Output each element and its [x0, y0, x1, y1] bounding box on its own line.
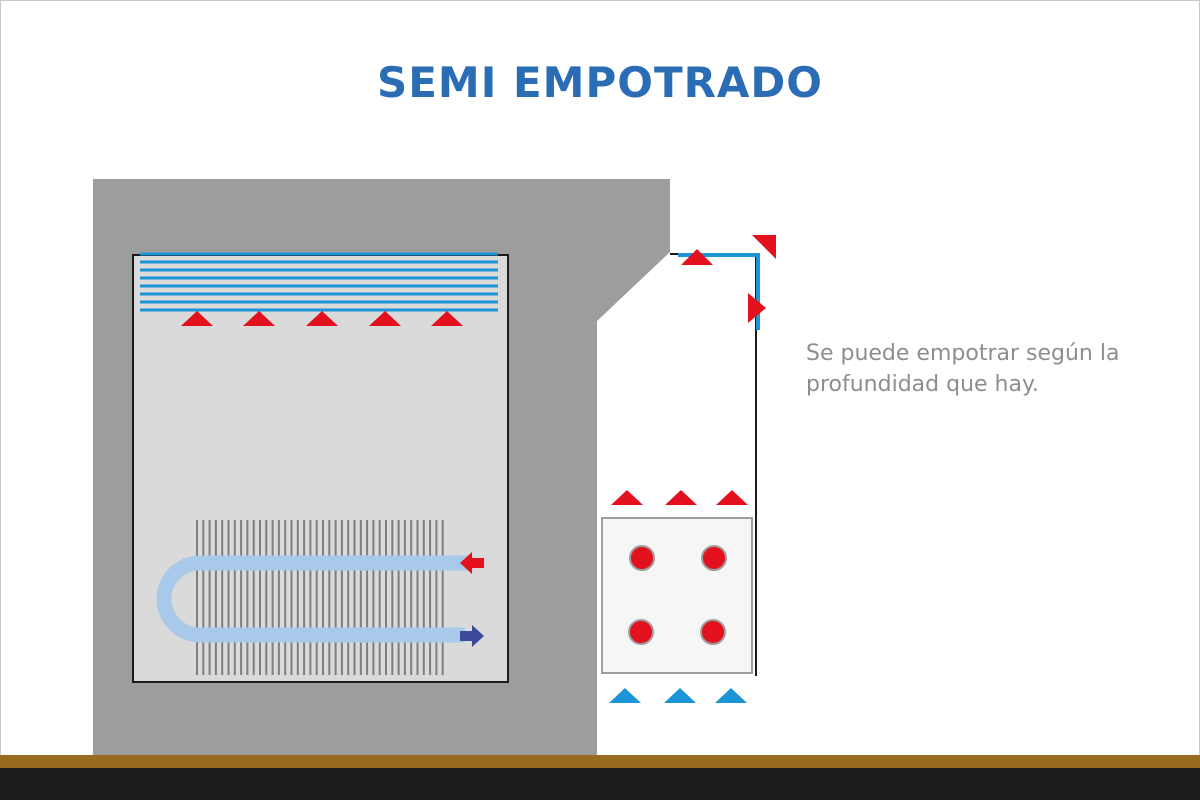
top-grille: [140, 252, 498, 312]
warm-air-arrow: [611, 490, 643, 505]
outlet-corner-duct: [678, 253, 760, 330]
pipe-section-circle: [628, 619, 654, 645]
pipe-section-circle: [629, 545, 655, 571]
pipe-section-circle: [700, 619, 726, 645]
warm-air-arrow: [306, 311, 338, 326]
u-pipe: [156, 552, 484, 647]
installation-description: Se puede empotrar según la profundidad q…: [806, 338, 1186, 400]
warm-air-arrow-corner-diagonal: [752, 235, 776, 259]
cabinet-body: [132, 254, 509, 683]
pipe-section-circle: [701, 545, 727, 571]
cool-air-arrows-side: [609, 688, 747, 703]
description-line-2: profundidad que hay.: [806, 372, 1039, 397]
heat-exchanger-fins: [196, 520, 444, 675]
cool-air-arrow: [664, 688, 696, 703]
warm-air-arrow: [243, 311, 275, 326]
floor: [0, 768, 1200, 800]
pipe-inlet-arrow-icon: [460, 552, 484, 574]
unit-side-view: [601, 517, 753, 674]
warm-air-arrow: [431, 311, 463, 326]
cool-air-arrow: [715, 688, 747, 703]
warm-air-arrows-top: [181, 311, 463, 326]
u-pipe-body: [156, 555, 470, 643]
pipe-sections: [628, 545, 727, 645]
warm-air-arrows-side: [611, 490, 748, 505]
warm-air-arrow: [369, 311, 401, 326]
warm-air-arrow-corner-up: [681, 249, 713, 265]
warm-air-arrow: [665, 490, 697, 505]
warm-air-arrow: [181, 311, 213, 326]
warm-air-arrow: [716, 490, 748, 505]
pipe-outlet-arrow-icon: [460, 625, 484, 647]
floor-trim: [0, 755, 1200, 768]
cool-air-arrow: [609, 688, 641, 703]
description-line-1: Se puede empotrar según la: [806, 341, 1120, 366]
warm-air-arrow-corner-right: [748, 293, 766, 323]
diagram-title: SEMI EMPOTRADO: [376, 58, 824, 107]
